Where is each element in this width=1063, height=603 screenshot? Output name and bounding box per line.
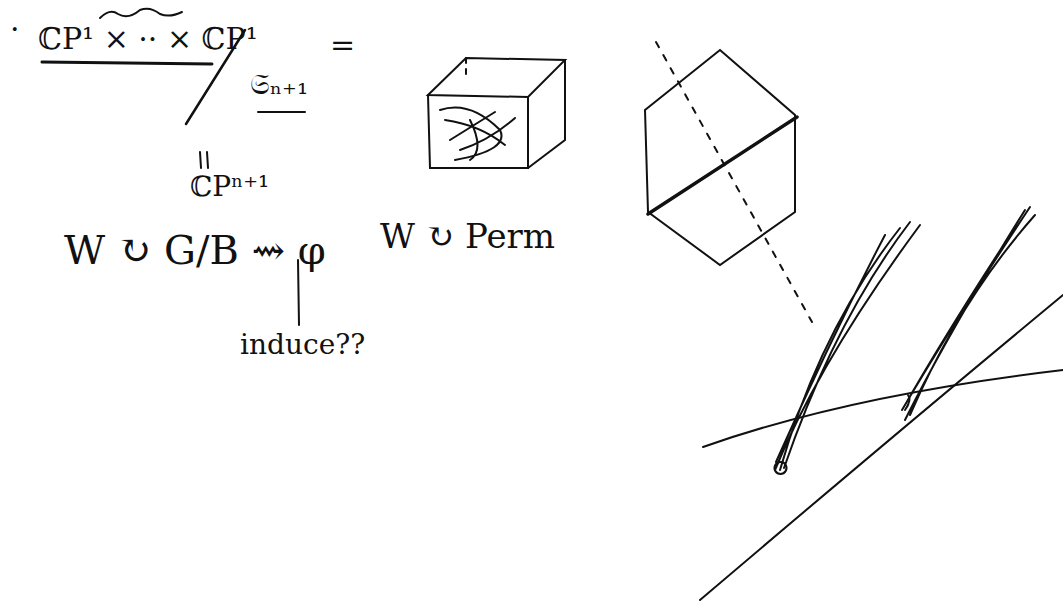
handwritten-note: · <box>10 12 20 45</box>
underline <box>258 111 305 113</box>
handwritten-note: W ↻ G/B ⇝ φ <box>64 228 326 272</box>
handwritten-note: = <box>330 28 355 61</box>
handwritten-note: induce?? <box>240 330 365 361</box>
cube <box>428 58 565 168</box>
handwritten-note: W ↻ Perm <box>380 218 555 255</box>
handwritten-note: ℂP¹ × ·· × ℂP¹ <box>38 22 258 55</box>
equal-sign <box>200 152 208 168</box>
handwritten-note: ℂPⁿ⁺¹ <box>190 172 269 203</box>
curves <box>700 207 1063 600</box>
underline <box>42 62 212 64</box>
hexagon <box>645 42 812 322</box>
tilde <box>100 9 182 18</box>
handwritten-note: 𝔖ₙ₊₁ <box>250 70 308 101</box>
